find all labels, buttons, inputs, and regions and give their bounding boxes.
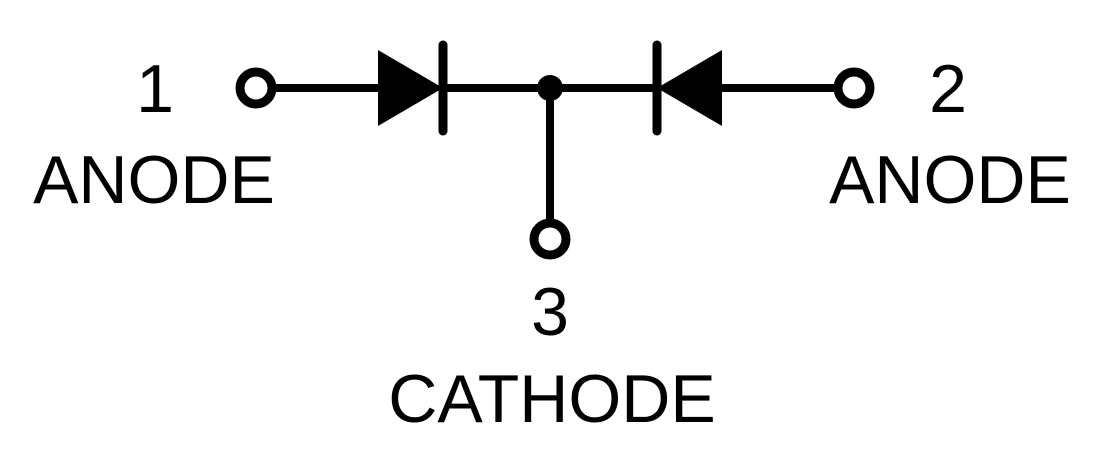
pin3-cathode-label: CATHODE (388, 361, 715, 437)
pin1-anode-label: ANODE (33, 142, 275, 218)
terminal-pin2 (833, 67, 875, 109)
diode-1-triangle-icon (378, 50, 443, 126)
pin2-number-label: 2 (929, 51, 967, 127)
terminal-pin1 (235, 67, 277, 109)
junction-dot (537, 75, 563, 101)
pin3-number-label: 3 (531, 274, 569, 350)
terminal-pin3 (529, 218, 571, 260)
pin1-number-label: 1 (136, 51, 174, 127)
pin2-anode-label: ANODE (829, 142, 1071, 218)
diode-2-triangle-icon (657, 50, 722, 126)
